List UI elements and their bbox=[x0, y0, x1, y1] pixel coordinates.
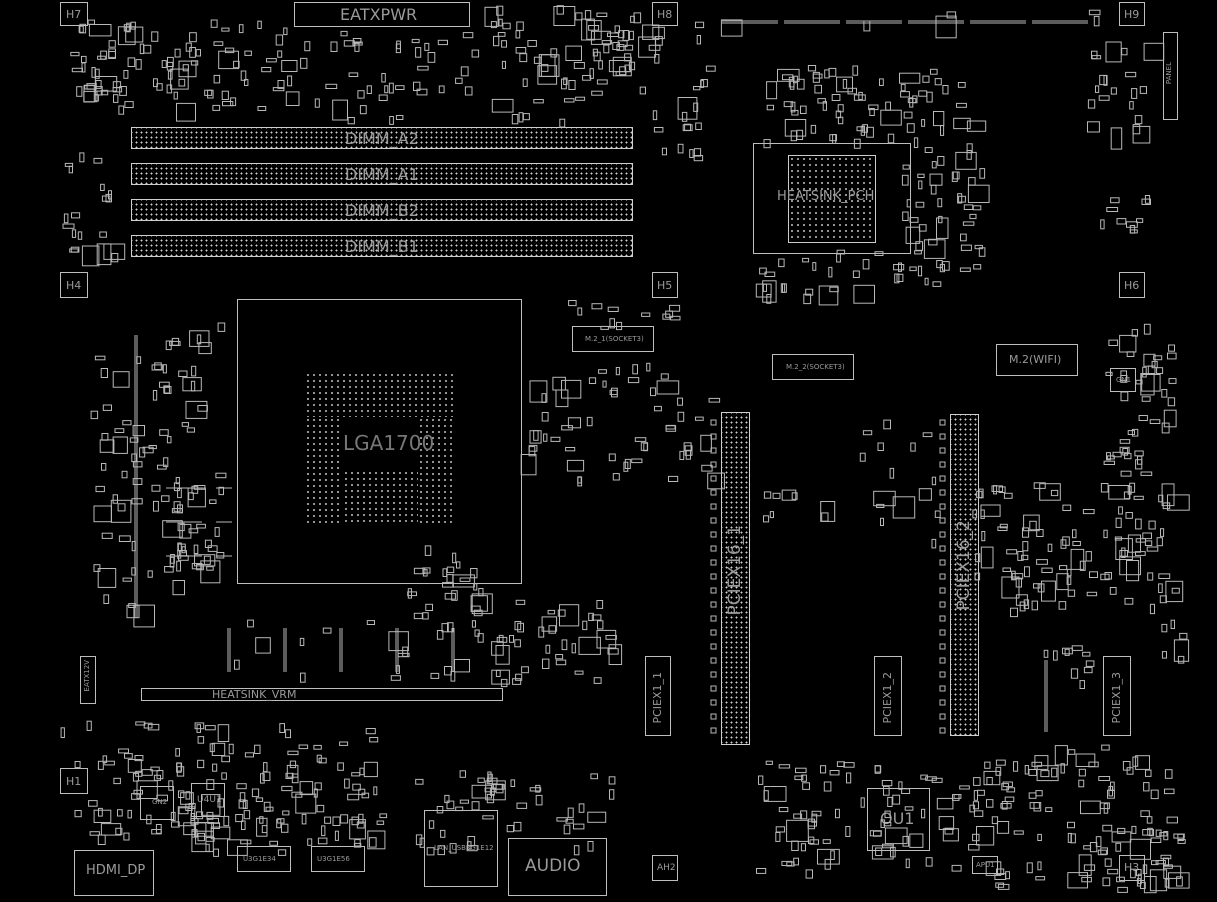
m2-2-socket[interactable] bbox=[772, 354, 854, 380]
pch-heatsink-outline[interactable] bbox=[753, 143, 911, 254]
eatxpwr-connector[interactable] bbox=[294, 2, 470, 27]
cpu-pad-array-bottom bbox=[343, 470, 418, 525]
heatsink-pch-label: HEATSINK_PCH bbox=[777, 189, 875, 204]
m2-wifi-label: M.2(WIFI) bbox=[1009, 353, 1062, 366]
mounting-hole-h9-label: H9 bbox=[1124, 8, 1140, 21]
dimm-a2-label: DIMM_A2 bbox=[345, 129, 419, 148]
audio-label: AUDIO bbox=[525, 856, 581, 876]
dimm-slot-a2[interactable] bbox=[131, 127, 633, 149]
mounting-hole-h6[interactable] bbox=[1119, 272, 1145, 298]
mounting-hole-h7[interactable] bbox=[60, 2, 88, 26]
lan-usb-label: LAN_USB3G1E12 bbox=[434, 844, 494, 852]
pciex16-2-slot[interactable] bbox=[950, 414, 979, 736]
gn2-label: GN2 bbox=[152, 798, 168, 806]
audio-connector[interactable] bbox=[508, 838, 607, 896]
mounting-hole-h4[interactable] bbox=[60, 272, 88, 298]
dimm-b1-label: DIMM_B1 bbox=[345, 237, 419, 256]
mounting-hole-h3-label: H3 bbox=[1124, 861, 1140, 874]
hdmi-dp-label: HDMI_DP bbox=[86, 863, 146, 878]
pciex1-3-slot[interactable] bbox=[1103, 656, 1131, 736]
dimm-slot-b1[interactable] bbox=[131, 235, 633, 257]
mounting-hole-h1-label: H1 bbox=[66, 775, 82, 788]
cpu-pad-array-top bbox=[305, 372, 453, 417]
usb-stack-a[interactable] bbox=[237, 846, 291, 872]
mounting-hole-h8[interactable] bbox=[652, 2, 678, 26]
m2-2-label: M.2_2(SOCKET3) bbox=[786, 363, 845, 371]
mounting-hole-h1[interactable] bbox=[60, 768, 88, 794]
mounting-hole-h4-label: H4 bbox=[66, 279, 82, 292]
dimm-slot-b2[interactable] bbox=[131, 199, 633, 221]
pciex1-1-slot[interactable] bbox=[645, 656, 671, 736]
apu1-label: APU1 bbox=[976, 861, 995, 869]
dimm-a1-label: DIMM_A1 bbox=[345, 165, 419, 184]
mounting-hole-h9[interactable] bbox=[1119, 2, 1145, 26]
pciex16-1-slot[interactable] bbox=[721, 412, 750, 745]
mounting-hole-h3[interactable] bbox=[1119, 855, 1145, 881]
hdmi-dp-connector[interactable] bbox=[74, 850, 154, 896]
cpu-pad-array-right bbox=[418, 417, 453, 525]
dimm-slot-a1[interactable] bbox=[131, 163, 633, 185]
mounting-hole-h5[interactable] bbox=[652, 272, 678, 298]
gn1-label: GN1 bbox=[1116, 376, 1132, 384]
cpu-socket-label: LGA1700 bbox=[343, 431, 435, 455]
m2-1-label: M.2_1(SOCKET3) bbox=[585, 335, 644, 343]
chip-gn1[interactable] bbox=[1110, 368, 1136, 392]
eatxpwr-label: EATXPWR bbox=[340, 5, 418, 24]
u4u1-label: U4U1 bbox=[197, 795, 222, 805]
cpu-socket-outline[interactable] bbox=[237, 299, 522, 584]
chip-u4u1[interactable] bbox=[191, 783, 225, 817]
eatx12v-connector[interactable] bbox=[80, 656, 96, 704]
panel-header[interactable] bbox=[1163, 32, 1178, 120]
dimm-b2-label: DIMM_B2 bbox=[345, 201, 419, 220]
mounting-hole-h2[interactable] bbox=[652, 855, 678, 881]
mounting-hole-h2-label: AH2 bbox=[657, 863, 676, 873]
chip-apu1[interactable] bbox=[972, 856, 998, 874]
mounting-hole-h6-label: H6 bbox=[1124, 279, 1140, 292]
heatsink-vrm-label: HEATSINK_VRM bbox=[212, 688, 297, 701]
mounting-hole-h8-label: H8 bbox=[657, 8, 673, 21]
m2-wifi-socket[interactable] bbox=[996, 344, 1078, 376]
usb-stack-b-label: U3G1E56 bbox=[317, 855, 350, 863]
pch-chip bbox=[788, 155, 876, 243]
mounting-hole-h5-label: H5 bbox=[657, 279, 673, 292]
vrm-heatsink-outline[interactable] bbox=[141, 688, 503, 701]
mounting-hole-h7-label: H7 bbox=[66, 8, 82, 21]
pciex1-2-slot[interactable] bbox=[874, 656, 902, 736]
usb-stack-a-label: U3G1E34 bbox=[243, 855, 276, 863]
usb-stack-b[interactable] bbox=[311, 846, 365, 872]
m2-1-socket[interactable] bbox=[572, 326, 654, 352]
cpu-pad-array-left bbox=[305, 417, 343, 525]
